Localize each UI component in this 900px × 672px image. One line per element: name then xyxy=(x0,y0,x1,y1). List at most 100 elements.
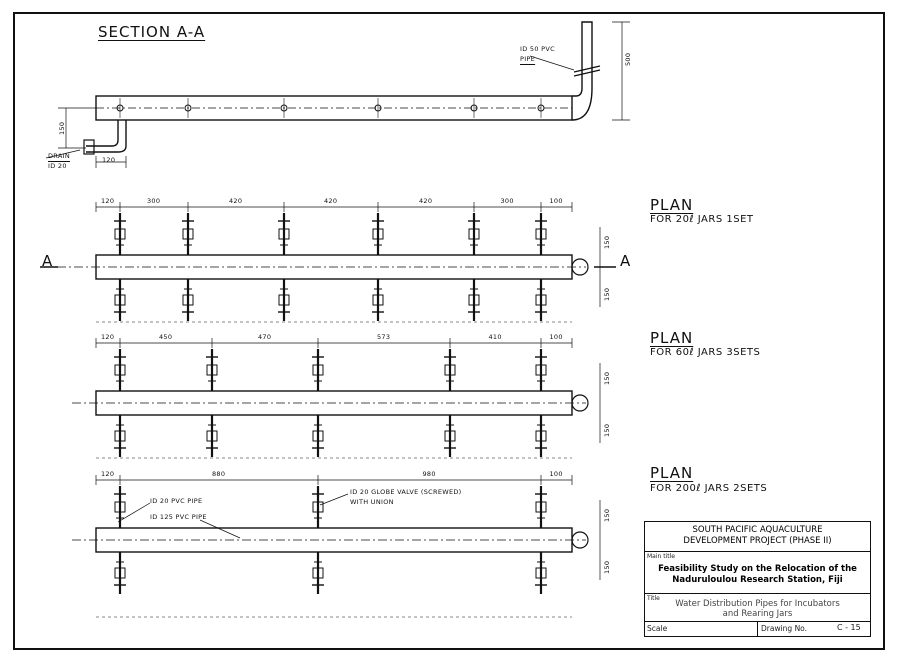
scale-drawing-row: Scale Drawing No. C - 15 xyxy=(645,622,870,636)
dimension-label: 573 xyxy=(377,333,391,341)
side-dimension-label: 150 xyxy=(603,560,611,574)
callout-globe-valve: ID 20 GLOBE VALVE (SCREWED) xyxy=(350,488,462,496)
side-dimension-label: 150 xyxy=(603,287,611,301)
project-row: SOUTH PACIFIC AQUACULTURE DEVELOPMENT PR… xyxy=(645,522,870,552)
title-row: Title Water Distribution Pipes for Incub… xyxy=(645,594,870,622)
title-line2: and Rearing Jars xyxy=(722,609,793,619)
globe-valve xyxy=(114,567,126,579)
pipe-end-elbow xyxy=(571,531,589,549)
globe-valve xyxy=(206,430,218,442)
globe-valve xyxy=(444,430,456,442)
main-title-caption: Main title xyxy=(647,553,675,560)
pipe-end-elbow xyxy=(571,394,589,412)
globe-valve xyxy=(312,567,324,579)
title-caption: Title xyxy=(647,595,660,602)
globe-valve xyxy=(114,501,126,513)
section-title: SECTION A-A xyxy=(98,23,206,41)
dimension-label: 120 xyxy=(101,470,115,478)
globe-valve xyxy=(312,364,324,376)
main-title-line2: Naduruloulou Research Station, Fiji xyxy=(672,575,843,585)
main-title-row: Main title Feasibility Study on the Relo… xyxy=(645,552,870,594)
globe-valve xyxy=(372,228,384,240)
section-a-a-view xyxy=(45,21,630,168)
plan2-title: PLAN xyxy=(650,329,694,347)
callout-id125-pvc-pipe: ID 125 PVC PIPE xyxy=(150,513,207,521)
globe-valve xyxy=(278,228,290,240)
globe-valve xyxy=(114,228,126,240)
globe-valve xyxy=(206,364,218,376)
plan-views xyxy=(40,202,616,618)
drain-pipe xyxy=(86,120,127,153)
dimension-label: 420 xyxy=(324,197,338,205)
plan1-subtitle: FOR 20ℓ JARS 1SET xyxy=(650,214,754,225)
dim-150-section: 150 xyxy=(58,121,66,135)
drawing-frame xyxy=(13,12,885,650)
side-dimension-label: 150 xyxy=(603,508,611,522)
dimension-label: 300 xyxy=(500,197,514,205)
drain-valve xyxy=(83,139,95,155)
dimension-label: 120 xyxy=(101,197,115,205)
drawing-no-caption: Drawing No. xyxy=(761,624,808,633)
pipe-end-elbow xyxy=(571,258,589,276)
globe-valve xyxy=(114,364,126,376)
dimension-label: 100 xyxy=(549,333,563,341)
pipe-label-line1: ID 50 PVC xyxy=(520,45,555,53)
dimension-label: 300 xyxy=(147,197,161,205)
dimension-label: 470 xyxy=(258,333,272,341)
globe-valve xyxy=(278,294,290,306)
section-mark-left: A xyxy=(42,252,54,270)
plan1-title: PLAN xyxy=(650,196,694,214)
callout-id20-pvc-pipe: ID 20 PVC PIPE xyxy=(150,497,203,505)
plan3-subtitle: FOR 200ℓ JARS 2SETS xyxy=(650,483,768,494)
globe-valve xyxy=(535,501,547,513)
globe-valve xyxy=(372,294,384,306)
plan3-title: PLAN xyxy=(650,464,694,482)
globe-valve xyxy=(312,430,324,442)
globe-valve xyxy=(535,567,547,579)
drawing-no: C - 15 xyxy=(837,623,861,632)
project-line1: SOUTH PACIFIC AQUACULTURE xyxy=(692,525,823,535)
plan1-view xyxy=(40,202,616,323)
dim-500: 500 xyxy=(624,52,632,66)
side-dimension-label: 150 xyxy=(603,423,611,437)
scale-caption: Scale xyxy=(647,624,668,633)
dimension-label: 100 xyxy=(549,197,563,205)
plan3-callout-leaders xyxy=(117,493,349,539)
pipe-label-line2: PIPE xyxy=(520,55,536,63)
dimension-label: 450 xyxy=(159,333,173,341)
section-mark-right: A xyxy=(620,252,632,270)
callout-with-union: WITH UNION xyxy=(350,498,394,506)
dimension-label: 410 xyxy=(488,333,502,341)
plan2-subtitle: FOR 60ℓ JARS 3SETS xyxy=(650,347,761,358)
project-line2: DEVELOPMENT PROJECT (PHASE II) xyxy=(683,536,832,546)
dimension-label: 420 xyxy=(229,197,243,205)
globe-valve xyxy=(182,294,194,306)
title-block: SOUTH PACIFIC AQUACULTURE DEVELOPMENT PR… xyxy=(644,521,871,637)
globe-valve xyxy=(468,294,480,306)
main-title-line1: Feasibility Study on the Relocation of t… xyxy=(658,564,857,574)
section-outlet-holes xyxy=(116,98,545,118)
drain-label-line2: ID 20 xyxy=(48,162,67,170)
globe-valve xyxy=(535,228,547,240)
title-line1: Water Distribution Pipes for Incubators xyxy=(675,599,840,609)
dim-120-section: 120 xyxy=(102,156,116,164)
dimension-label: 880 xyxy=(212,470,226,478)
inlet-riser-pipe xyxy=(571,21,593,121)
globe-valve xyxy=(182,228,194,240)
dimension-label: 420 xyxy=(419,197,433,205)
globe-valve xyxy=(535,294,547,306)
globe-valve xyxy=(312,501,324,513)
globe-valve xyxy=(114,294,126,306)
side-dimension-label: 150 xyxy=(603,235,611,249)
globe-valve xyxy=(535,364,547,376)
globe-valve xyxy=(535,430,547,442)
globe-valve xyxy=(444,364,456,376)
plan2-view xyxy=(72,338,601,459)
dimension-label: 100 xyxy=(549,470,563,478)
side-dimension-label: 150 xyxy=(603,371,611,385)
dimension-label: 120 xyxy=(101,333,115,341)
dimension-label: 980 xyxy=(422,470,436,478)
globe-valve xyxy=(468,228,480,240)
